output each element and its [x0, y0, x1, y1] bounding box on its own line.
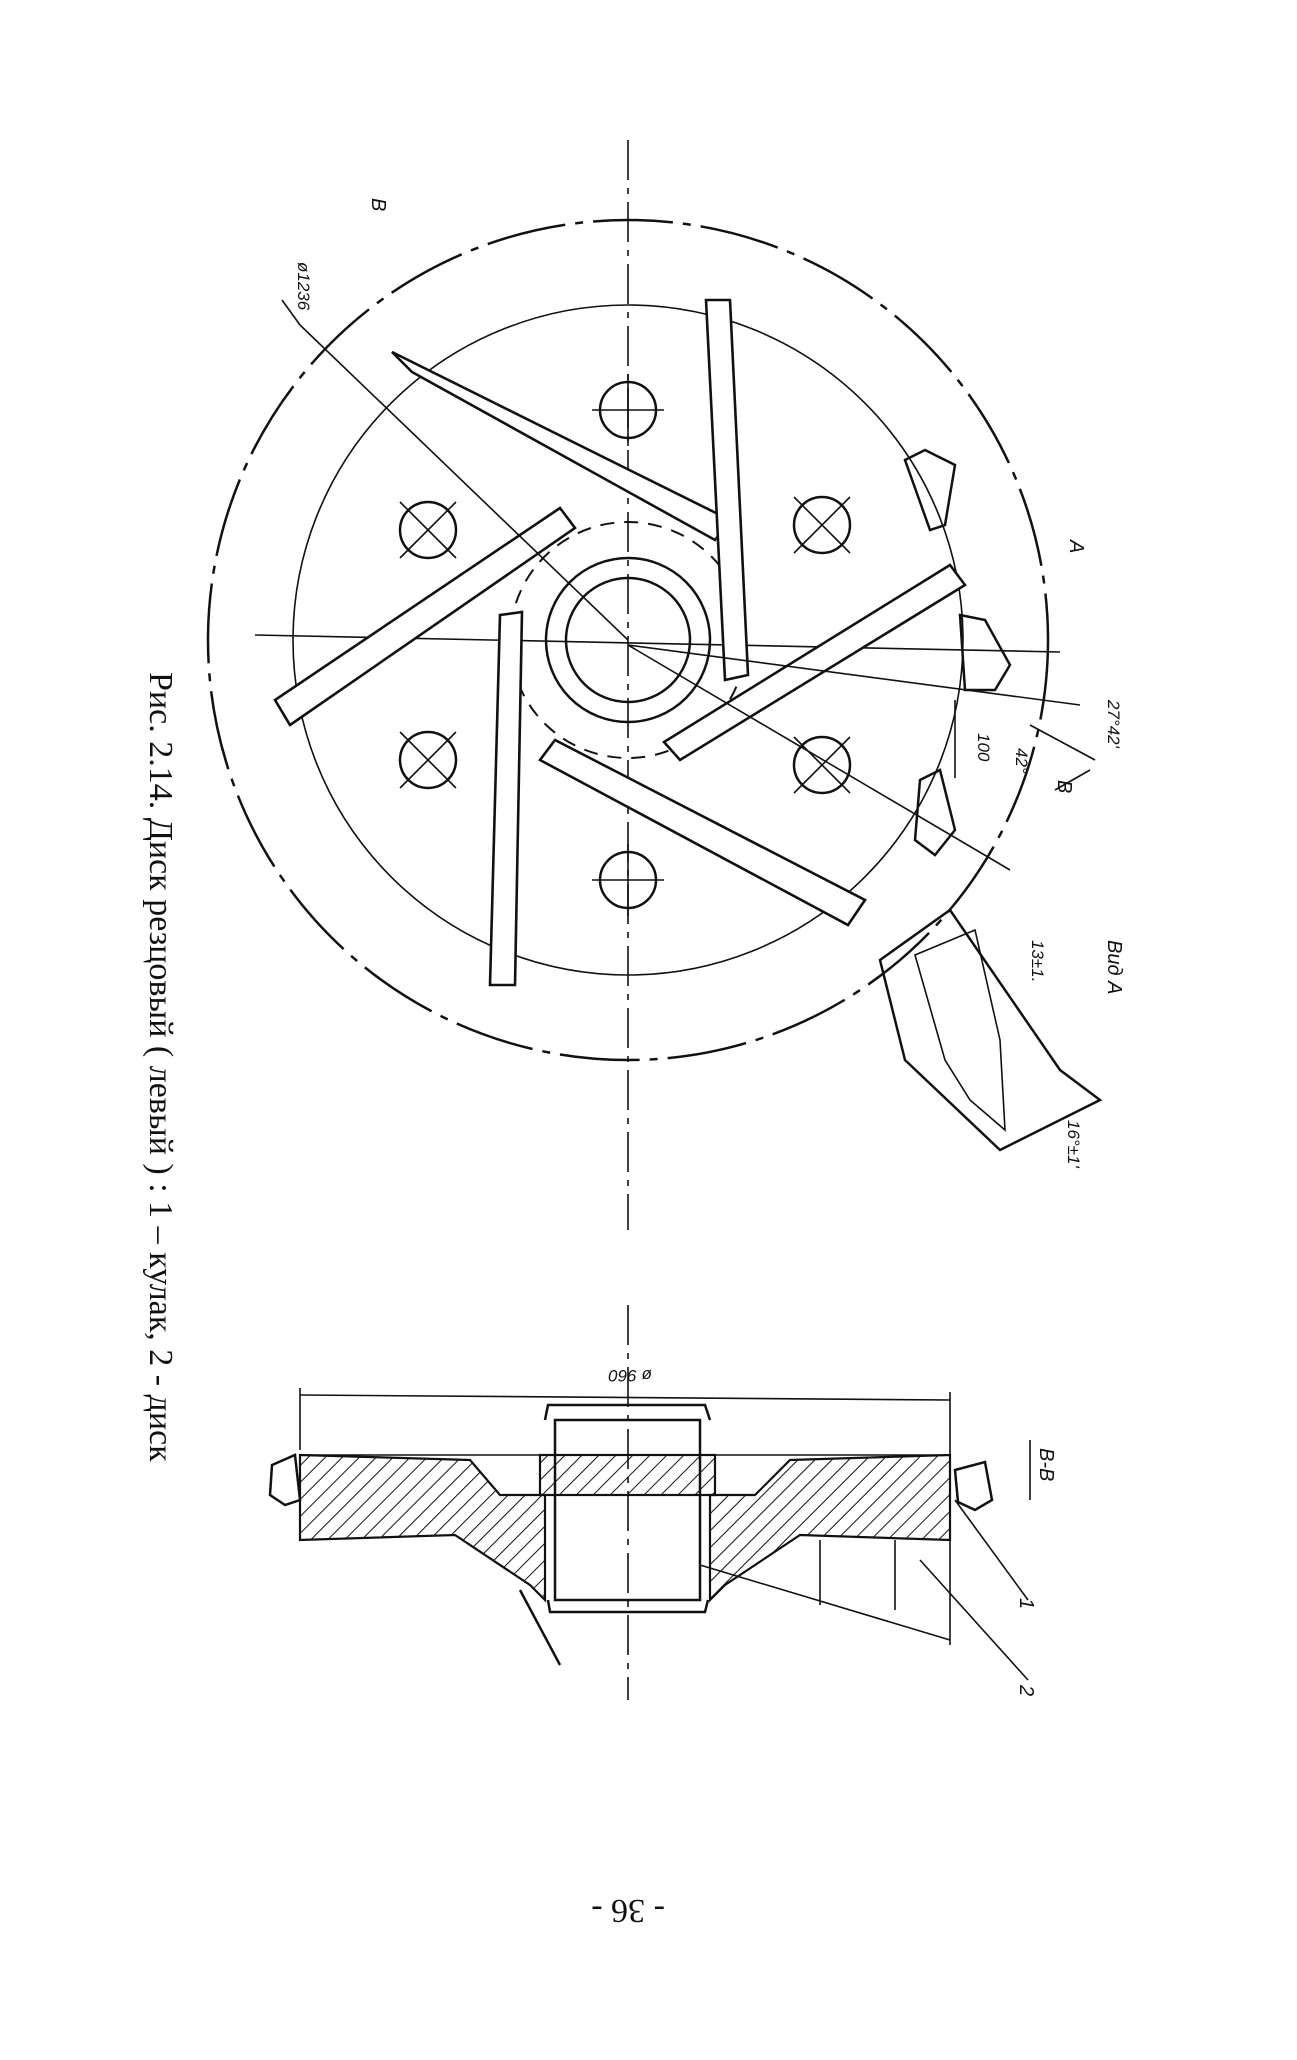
disk-blade	[488, 610, 524, 987]
dim-angle-42: 42°	[1012, 748, 1031, 774]
bolt-hole	[792, 735, 852, 795]
view-a-title: Вид А	[1103, 940, 1125, 994]
dim-angle-leader	[627, 644, 1011, 871]
bolt-hole	[592, 844, 664, 916]
section-mark-b-top: В	[367, 198, 389, 211]
hub-cross-section	[538, 1453, 717, 1497]
disk-blade	[704, 298, 750, 682]
bolt-hole	[398, 500, 458, 560]
section-title-b-b: В-В	[1035, 1448, 1057, 1481]
bolt-hole	[398, 730, 458, 790]
hub-inner-circle	[564, 576, 692, 704]
dim-diameter-leader	[299, 324, 629, 641]
disk-blade	[273, 506, 577, 727]
outer-rim-circle	[206, 218, 1050, 1062]
dim-16-angle: 16°±1'	[1064, 1120, 1083, 1168]
callout-1-leader	[954, 1499, 1029, 1601]
disk-blade	[538, 738, 867, 927]
figure-caption: Рис. 2.14. Диск резцовый ( левый ) : 1 –…	[142, 672, 179, 1462]
dim-diameter-leader	[281, 299, 301, 326]
bolt-hole	[592, 374, 664, 446]
disk-plan-view: ø1236 В А 27°42' 100 42° В Вид А 13±1. 1…	[206, 140, 1125, 1230]
disk-blade	[391, 350, 732, 542]
dim-angle-leader	[627, 644, 1081, 706]
inner-disk-circle	[292, 304, 964, 976]
callout-1-label: 1	[1015, 1598, 1037, 1609]
dim-960-line	[299, 1394, 951, 1401]
dim-diameter-1236: ø1236	[294, 262, 313, 311]
view-a-detail	[878, 908, 1103, 1152]
hub-outer-circle	[544, 556, 712, 724]
dim-diameter-960: ø 960	[608, 1366, 652, 1385]
section-mark-b-bottom: В	[1053, 780, 1075, 793]
rim-knuckle	[903, 448, 957, 532]
section-line-b	[1054, 769, 1091, 791]
disk-cross-section	[298, 1453, 547, 1603]
section-knuckle-left	[268, 1453, 302, 1507]
view-a-cutter	[914, 928, 1006, 1132]
bolt-hole	[792, 495, 852, 555]
support-leg	[518, 1589, 562, 1666]
callout-2-leader	[919, 1559, 1029, 1681]
section-b-b-view: ø 960 В-В 1 2	[268, 1305, 1057, 1700]
dim-angle-27-42: 27°42'	[1104, 699, 1123, 749]
dim-13: 13±1.	[1028, 940, 1047, 982]
dim-angle-leader	[1029, 724, 1096, 761]
callout-2-label: 2	[1015, 1684, 1037, 1696]
page-number: - 36 -	[591, 1892, 665, 1929]
dim-100: 100	[974, 733, 993, 762]
rim-knuckle	[958, 613, 1012, 692]
hub-bottom-flange	[546, 1599, 710, 1614]
disk-cross-section	[708, 1453, 952, 1603]
disk-skirt	[699, 1564, 951, 1641]
disk-blade	[662, 563, 967, 762]
rim-knuckle	[913, 768, 957, 857]
hub-bore-outline	[553, 1418, 702, 1602]
section-knuckle-right	[953, 1460, 994, 1512]
arrow-a-label: А	[1065, 539, 1087, 553]
hub-top-flange	[543, 1403, 712, 1421]
